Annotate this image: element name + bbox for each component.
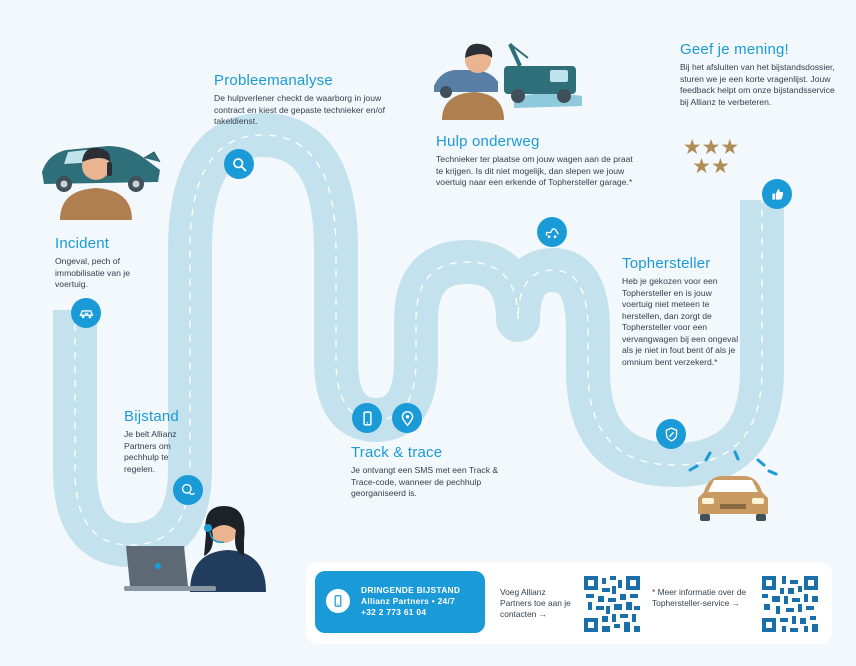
stars-row-2: ★★	[692, 155, 730, 178]
step-mening: Geef je mening! Bij het afsluiten van he…	[680, 41, 836, 108]
step-track-trace-title: Track & trace	[351, 444, 443, 461]
step-probleemanalyse-text: De hulpverlener checkt de waarborg in jo…	[214, 93, 386, 126]
operator-illustration	[124, 506, 266, 592]
step-track-trace-text: Je ontvangt een SMS met een Track & Trac…	[351, 465, 499, 498]
step-bijstand-text: Je belt Allianz Partners om pechhulp te …	[124, 429, 177, 474]
tow-truck-icon	[537, 217, 567, 247]
incident-illustration	[42, 146, 161, 220]
step-incident: Incident Ongeval, pech of immobilisatie …	[55, 235, 165, 291]
tow-truck-illustration	[434, 43, 582, 120]
thumbs-up-icon	[762, 179, 792, 209]
phone-icon	[326, 589, 350, 613]
location-pin-icon	[392, 403, 422, 433]
rating-stars: ★★★ ★★	[680, 136, 742, 178]
step-tophersteller-text: Heb je gekozen voor een Tophersteller en…	[622, 276, 739, 367]
urgent-line: Allianz Partners • 24/7	[361, 595, 456, 606]
urgent-assistance-box[interactable]: DRINGENDE BIJSTAND Allianz Partners • 24…	[315, 571, 485, 633]
wrench-shield-icon	[656, 419, 686, 449]
add-contacts-link[interactable]: Voeg Allianz Partners toe aan je contact…	[500, 587, 571, 619]
step-hulp-onderweg-text: Technieker ter plaatse om jouw wagen aan…	[436, 154, 633, 187]
step-mening-text: Bij het afsluiten van het bijstandsdossi…	[680, 62, 835, 107]
urgent-phone[interactable]: +32 2 773 61 04	[361, 606, 427, 617]
smartphone-icon	[352, 403, 382, 433]
step-incident-text: Ongeval, pech of immobilisatie van je vo…	[55, 256, 130, 289]
phone-call-icon	[173, 475, 203, 505]
crashed-car-illustration	[698, 476, 768, 521]
step-track-trace: Track & trace Je ontvangt een SMS met ee…	[351, 444, 503, 500]
qr-code-icon[interactable]	[584, 576, 640, 632]
step-tophersteller: Tophersteller Heb je gekozen voor een To…	[622, 255, 744, 368]
step-hulp-onderweg: Hulp onderweg Technieker ter plaatse om …	[436, 133, 636, 189]
step-incident-title: Incident	[55, 235, 110, 252]
qr-code-icon[interactable]	[762, 576, 818, 632]
step-tophersteller-title: Tophersteller	[622, 255, 711, 272]
car-crash-icon	[71, 298, 101, 328]
stars-row-1: ★★★	[682, 136, 740, 159]
step-bijstand-title: Bijstand	[124, 408, 179, 425]
more-info-link[interactable]: * Meer informatie over de Tophersteller-…	[652, 587, 747, 608]
step-hulp-onderweg-title: Hulp onderweg	[436, 133, 540, 150]
step-probleemanalyse-title: Probleemanalyse	[214, 72, 333, 89]
urgent-title: DRINGENDE BIJSTAND	[361, 585, 461, 595]
search-icon	[224, 149, 254, 179]
step-mening-title: Geef je mening!	[680, 41, 789, 58]
step-probleemanalyse: Probleemanalyse De hulpverlener checkt d…	[214, 72, 386, 128]
step-bijstand: Bijstand Je belt Allianz Partners om pec…	[124, 408, 196, 475]
